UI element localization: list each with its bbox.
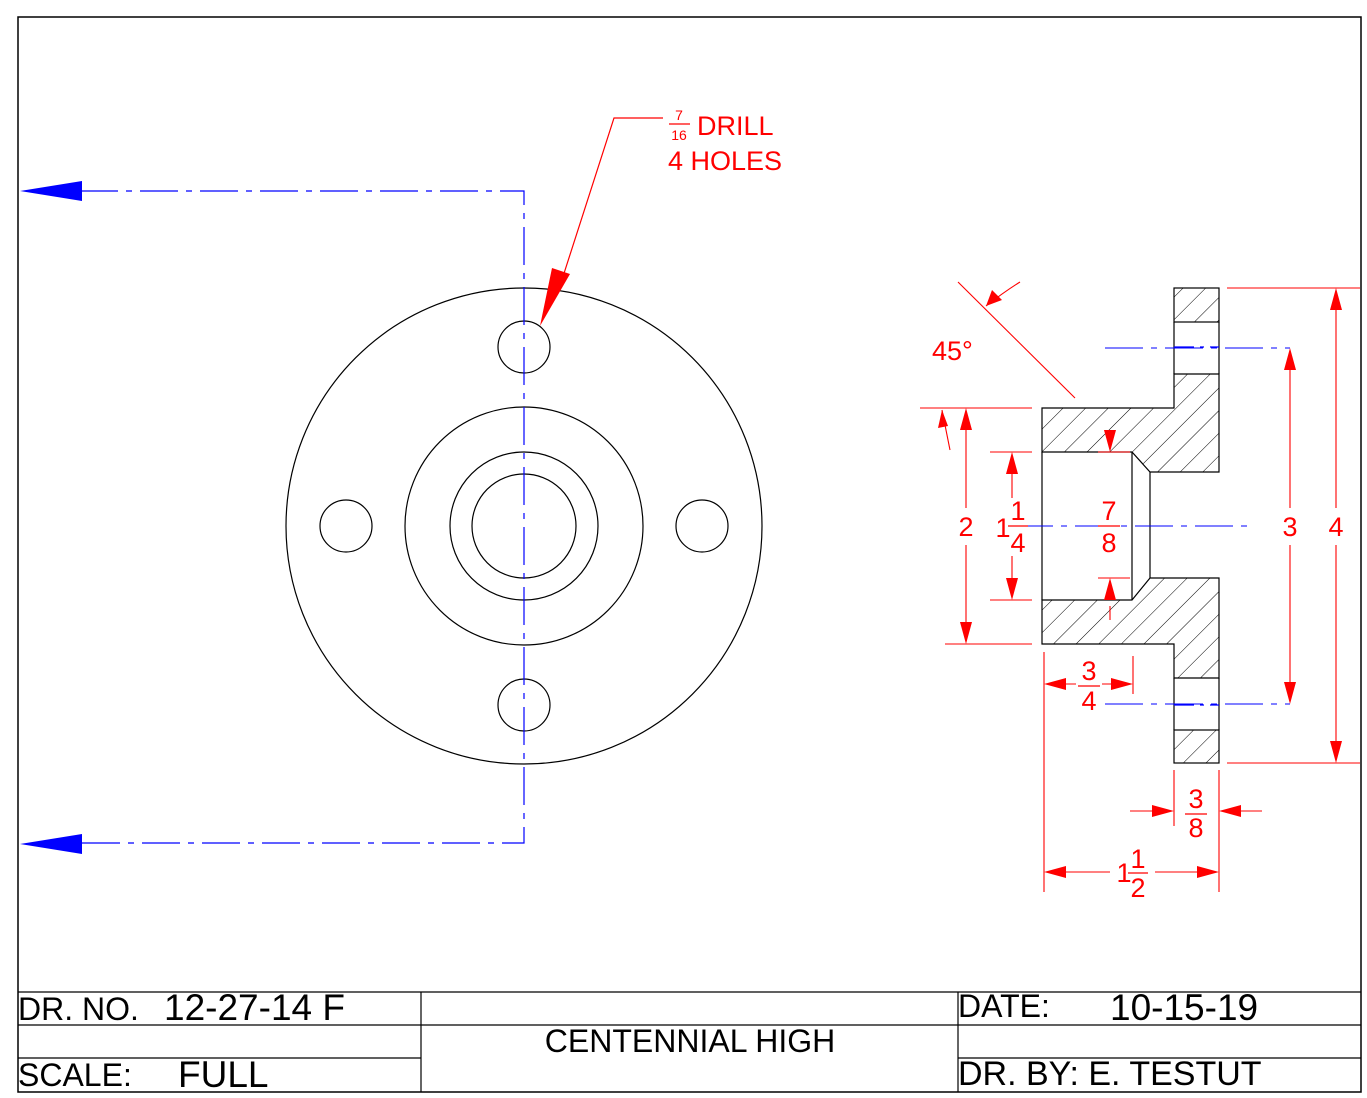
dimension-lines — [920, 281, 1360, 892]
dimension-1-1-4-num: 1 — [1010, 496, 1025, 526]
dimension-arrowheads — [938, 288, 1342, 878]
holes-label: 4 HOLES — [668, 146, 782, 176]
title-block-text: DR. NO. 12-27-14 F SCALE: FULL CENTENNIA… — [18, 987, 1262, 1095]
date-value: 10-15-19 — [1110, 987, 1258, 1028]
hatch-lower-body — [1041, 577, 1220, 679]
section-view — [1015, 287, 1290, 764]
drill-fraction-denominator: 16 — [671, 127, 687, 143]
dimension-4: 4 — [1328, 512, 1343, 542]
dimension-3-8-num: 3 — [1188, 784, 1203, 814]
dimension-3: 3 — [1282, 512, 1297, 542]
scale-label: SCALE: — [18, 1057, 132, 1093]
dimension-1-1-4-whole: 1 — [995, 513, 1010, 543]
sheet-border — [17, 16, 1362, 1093]
drawn-by: DR. BY: E. TESTUT — [958, 1055, 1262, 1093]
dimension-text: 45° 2 1 1 4 7 8 3 4 3 4 3 8 1 1 2 — [932, 336, 1344, 903]
school-name: CENTENNIAL HIGH — [545, 1023, 835, 1059]
drill-label: DRILL — [697, 111, 774, 141]
dimension-1-1-4-den: 4 — [1010, 528, 1025, 558]
dimension-3-4-den: 4 — [1081, 686, 1096, 716]
date-label: DATE: — [958, 988, 1050, 1024]
bolt-hole-right — [675, 499, 729, 553]
dr-no-value: 12-27-14 F — [164, 987, 345, 1028]
dimension-7-8-num: 7 — [1101, 496, 1116, 526]
hatch-upper-body — [1041, 373, 1220, 473]
hatch-flange-bottom — [1173, 729, 1220, 764]
scale-value: FULL — [178, 1054, 268, 1095]
dimension-3-4-num: 3 — [1081, 656, 1096, 686]
drill-callout-leader — [557, 117, 663, 293]
hatch-flange-top — [1173, 287, 1220, 323]
dr-no-label: DR. NO. — [18, 991, 139, 1027]
dimension-7-8-den: 8 — [1101, 528, 1116, 558]
bolt-hole-left — [319, 499, 373, 553]
drill-fraction-numerator: 7 — [675, 107, 683, 123]
title-block — [18, 991, 1361, 1092]
dimension-3-8-den: 8 — [1188, 813, 1203, 843]
dimension-1-1-2-den: 2 — [1130, 873, 1145, 903]
cutting-plane-line — [80, 190, 525, 844]
cutting-plane-arrow-top — [20, 181, 82, 201]
drill-leader-arrowhead — [540, 268, 570, 326]
dimension-1-1-2-whole: 1 — [1116, 858, 1131, 888]
dimension-1-1-2-num: 1 — [1130, 844, 1145, 874]
angle-dimension: 45° — [932, 336, 973, 366]
dimension-2: 2 — [958, 512, 973, 542]
cutting-plane-arrow-bottom — [20, 834, 82, 854]
drill-callout: 7 16 DRILL 4 HOLES — [668, 107, 782, 176]
